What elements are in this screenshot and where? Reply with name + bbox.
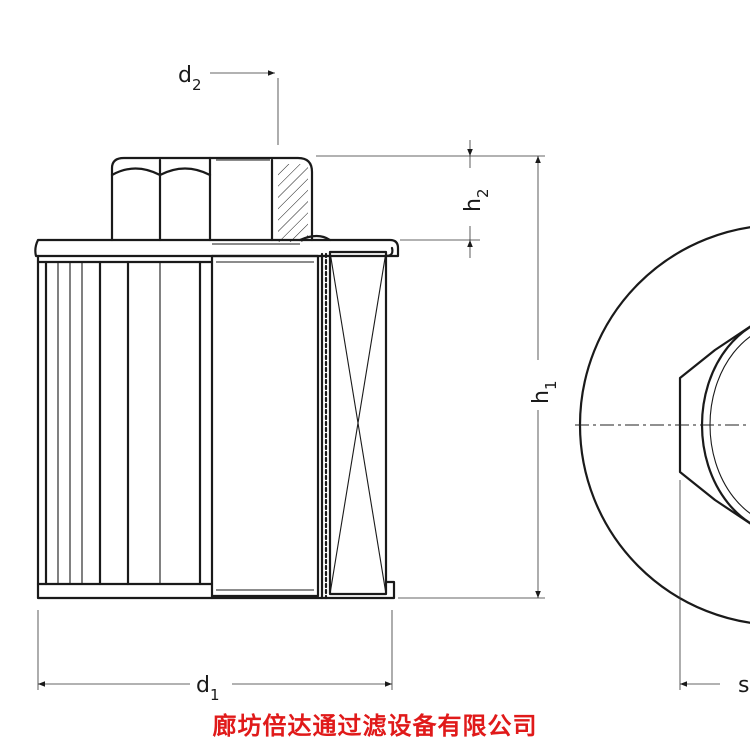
dimension-d2: d 2: [178, 63, 275, 94]
filter-mesh: [36, 254, 214, 600]
s-label: s: [738, 673, 749, 698]
d2-subscript: 2: [192, 76, 202, 94]
h1-subscript: 1: [542, 380, 560, 390]
filter-section: [210, 246, 396, 600]
hex-nut: [110, 156, 314, 242]
h2-subscript: 2: [474, 188, 492, 198]
d1-label: d: [196, 673, 210, 698]
d2-label: d: [178, 63, 192, 88]
dimension-h1: h 1: [529, 156, 560, 598]
dimension-h2: h 2: [461, 140, 492, 258]
hex-outline: [678, 325, 750, 525]
extension-lines: [37, 78, 545, 690]
h1-label: h: [529, 390, 554, 404]
d1-subscript: 1: [210, 686, 220, 704]
company-watermark: 廊坊倍达通过滤设备有限公司: [212, 711, 538, 740]
filter-side-view: d 2 h 2 h 1 d 1: [34, 63, 560, 704]
top-flange: [34, 234, 400, 258]
filter-top-view: s: [575, 226, 750, 698]
dimension-d1: d 1: [38, 673, 392, 704]
nut-section-hatch: [278, 164, 308, 242]
h2-label: h: [461, 198, 486, 212]
